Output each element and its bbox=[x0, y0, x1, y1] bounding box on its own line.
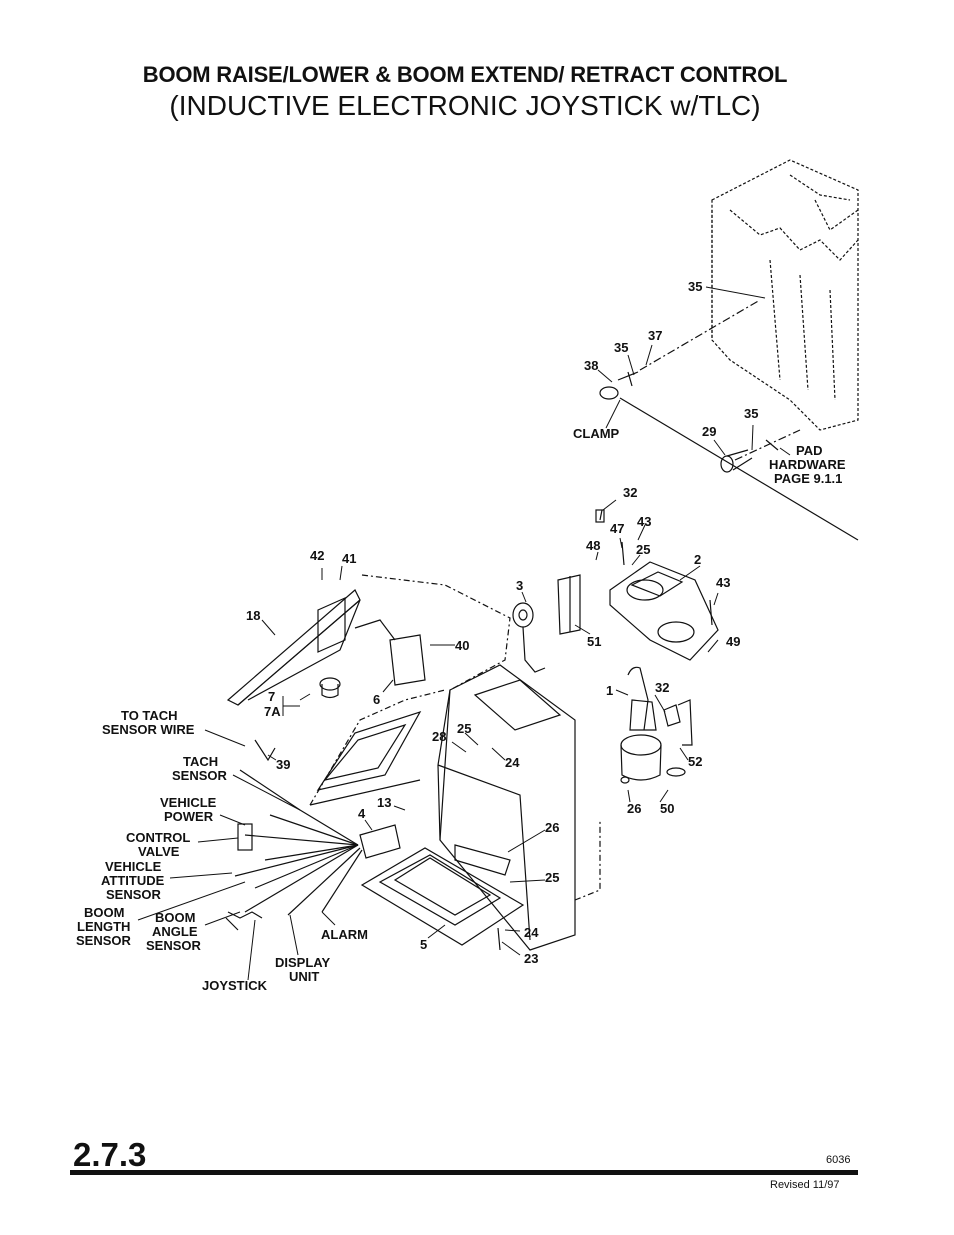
callout-24: 24 bbox=[524, 925, 539, 940]
callout-25: 25 bbox=[457, 721, 471, 736]
callout-boom-length-sensor: BOOM bbox=[84, 905, 124, 920]
callout-7: 7 bbox=[268, 689, 275, 704]
callout-joystick: JOYSTICK bbox=[202, 978, 268, 993]
footer-rule bbox=[70, 1170, 858, 1175]
callout-32: 32 bbox=[623, 485, 637, 500]
callout-32: 32 bbox=[655, 680, 669, 695]
callout-28: 28 bbox=[432, 729, 446, 744]
callout-43: 43 bbox=[716, 575, 730, 590]
callout-38: 38 bbox=[584, 358, 598, 373]
page-subtitle: (INDUCTIVE ELECTRONIC JOYSTICK w/TLC) bbox=[169, 90, 761, 121]
callout-vehicle-attitude-sensor: VEHICLE bbox=[105, 859, 162, 874]
boom-mount bbox=[711, 159, 859, 431]
callout-tach-sensor: TACH bbox=[183, 754, 218, 769]
callout-29: 29 bbox=[702, 424, 716, 439]
callout-26: 26 bbox=[545, 820, 559, 835]
callout-5: 5 bbox=[420, 937, 427, 952]
drawing-number: 6036 bbox=[826, 1154, 851, 1166]
callout-pad-hardware: PAGE 9.1.1 bbox=[774, 471, 842, 486]
callout-1: 1 bbox=[606, 683, 613, 698]
callout-alarm: ALARM bbox=[321, 927, 368, 942]
revision-note: Revised 11/97 bbox=[770, 1179, 840, 1191]
callout-to-tach-sensor-wire: TO TACH bbox=[121, 708, 178, 723]
callout-25: 25 bbox=[636, 542, 650, 557]
page-number: 2.7.3 bbox=[73, 1136, 147, 1173]
callout-18: 18 bbox=[246, 608, 260, 623]
callout-display-unit: UNIT bbox=[289, 969, 319, 984]
callout-49: 49 bbox=[726, 634, 740, 649]
callout-6: 6 bbox=[373, 692, 380, 707]
callout-control-valve: CONTROL bbox=[126, 830, 190, 845]
callout-boom-angle-sensor: SENSOR bbox=[146, 938, 202, 953]
callout-pad-hardware: PAD bbox=[796, 443, 822, 458]
callout-display-unit: DISPLAY bbox=[275, 955, 330, 970]
callout-7a: 7A bbox=[264, 704, 281, 719]
wiring-harness bbox=[225, 739, 363, 931]
callout-35: 35 bbox=[688, 279, 702, 294]
callout-tach-sensor: SENSOR bbox=[172, 768, 228, 783]
callout-control-valve: VALVE bbox=[138, 844, 180, 859]
callout-vehicle-power: VEHICLE bbox=[160, 795, 217, 810]
callout-4: 4 bbox=[358, 806, 366, 821]
callout-24: 24 bbox=[505, 755, 520, 770]
callout-boom-angle-sensor: BOOM bbox=[155, 910, 195, 925]
callout-47: 47 bbox=[610, 521, 624, 536]
callout-37: 37 bbox=[648, 328, 662, 343]
callout-42: 42 bbox=[310, 548, 324, 563]
callout-2: 2 bbox=[694, 552, 701, 567]
callout-23: 23 bbox=[524, 951, 538, 966]
callout-clamp: CLAMP bbox=[573, 426, 620, 441]
callout-35: 35 bbox=[744, 406, 758, 421]
callout-vehicle-attitude-sensor: SENSOR bbox=[106, 887, 162, 902]
callout-52: 52 bbox=[688, 754, 702, 769]
callout-39: 39 bbox=[276, 757, 290, 772]
callout-boom-length-sensor: SENSOR bbox=[76, 933, 132, 948]
callout-boom-length-sensor: LENGTH bbox=[77, 919, 130, 934]
callout-pad-hardware: HARDWARE bbox=[769, 457, 846, 472]
callout-to-tach-sensor-wire: SENSOR WIRE bbox=[102, 722, 195, 737]
callout-50: 50 bbox=[660, 801, 674, 816]
callout-vehicle-attitude-sensor: ATTITUDE bbox=[101, 873, 165, 888]
callout-51: 51 bbox=[587, 634, 601, 649]
callout-3: 3 bbox=[516, 578, 523, 593]
callout-35: 35 bbox=[614, 340, 628, 355]
page-title: BOOM RAISE/LOWER & BOOM EXTEND/ RETRACT … bbox=[142, 62, 788, 87]
callout-26: 26 bbox=[627, 801, 641, 816]
callout-13: 13 bbox=[377, 795, 391, 810]
callout-25: 25 bbox=[545, 870, 559, 885]
callout-43: 43 bbox=[637, 514, 651, 529]
callout-41: 41 bbox=[342, 551, 356, 566]
callout-40: 40 bbox=[455, 638, 469, 653]
callout-boom-angle-sensor: ANGLE bbox=[152, 924, 198, 939]
callout-vehicle-power: POWER bbox=[164, 809, 214, 824]
callout-48: 48 bbox=[586, 538, 600, 553]
